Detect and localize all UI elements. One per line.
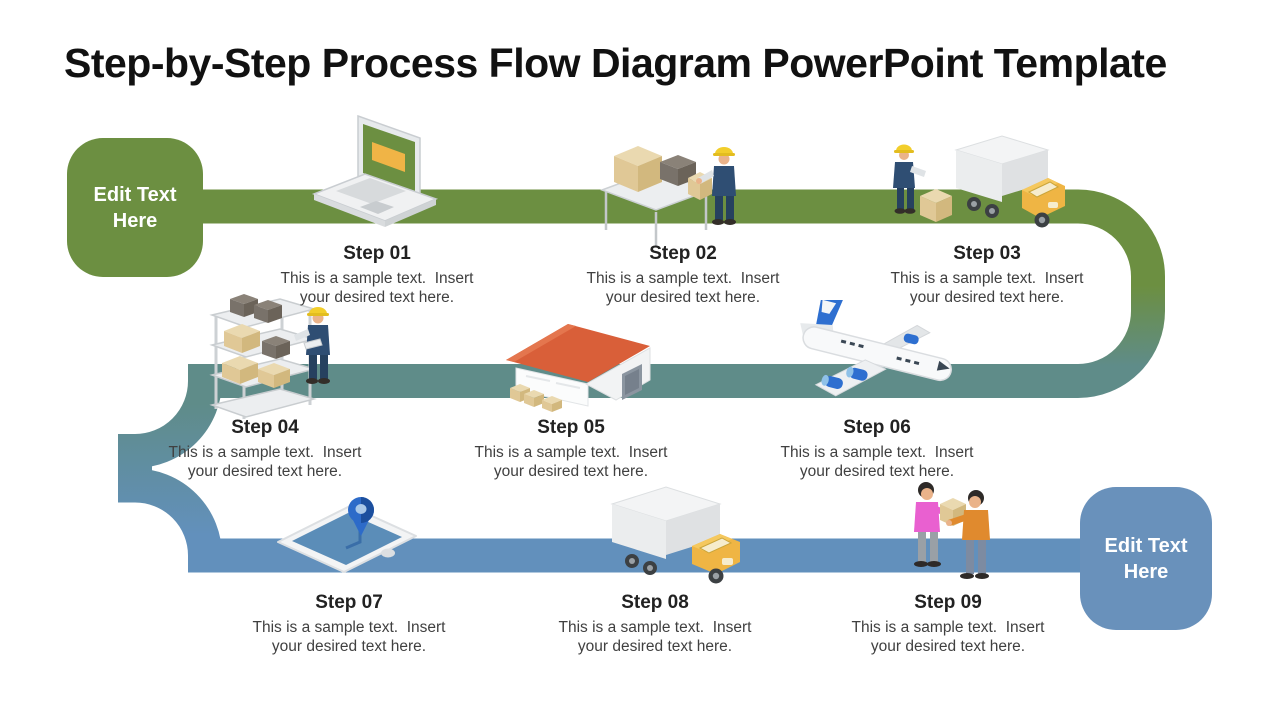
step-label: Step 05 <box>537 417 605 438</box>
step-label: Step 01 <box>343 243 411 264</box>
airplane-icon <box>786 300 962 418</box>
phone-location-icon <box>272 484 424 586</box>
truck-loading-icon <box>890 128 1066 244</box>
package-handover-icon <box>890 472 1012 596</box>
step-label: Step 06 <box>843 417 911 438</box>
storage-rack-icon <box>200 283 338 421</box>
step-label: Step 07 <box>315 592 383 613</box>
laptop-icon <box>308 114 444 246</box>
step-label: Step 08 <box>621 592 689 613</box>
step-label: Step 02 <box>649 243 717 264</box>
step-label: Step 03 <box>953 243 1021 264</box>
edit-text-badge-end[interactable]: Edit Text Here <box>1080 487 1212 630</box>
edit-text-badge-start-label: Edit Text Here <box>93 183 177 232</box>
warehouse-icon <box>502 316 654 414</box>
slide-title: Step-by-Step Process Flow Diagram PowerP… <box>64 40 1167 86</box>
step-label: Step 04 <box>231 417 299 438</box>
step-label: Step 09 <box>914 592 982 613</box>
packing-worker-icon <box>600 138 750 248</box>
delivery-truck-icon <box>588 482 748 594</box>
edit-text-badge-start[interactable]: Edit Text Here <box>67 138 203 277</box>
edit-text-badge-end-label: Edit Text Here <box>1104 534 1188 583</box>
